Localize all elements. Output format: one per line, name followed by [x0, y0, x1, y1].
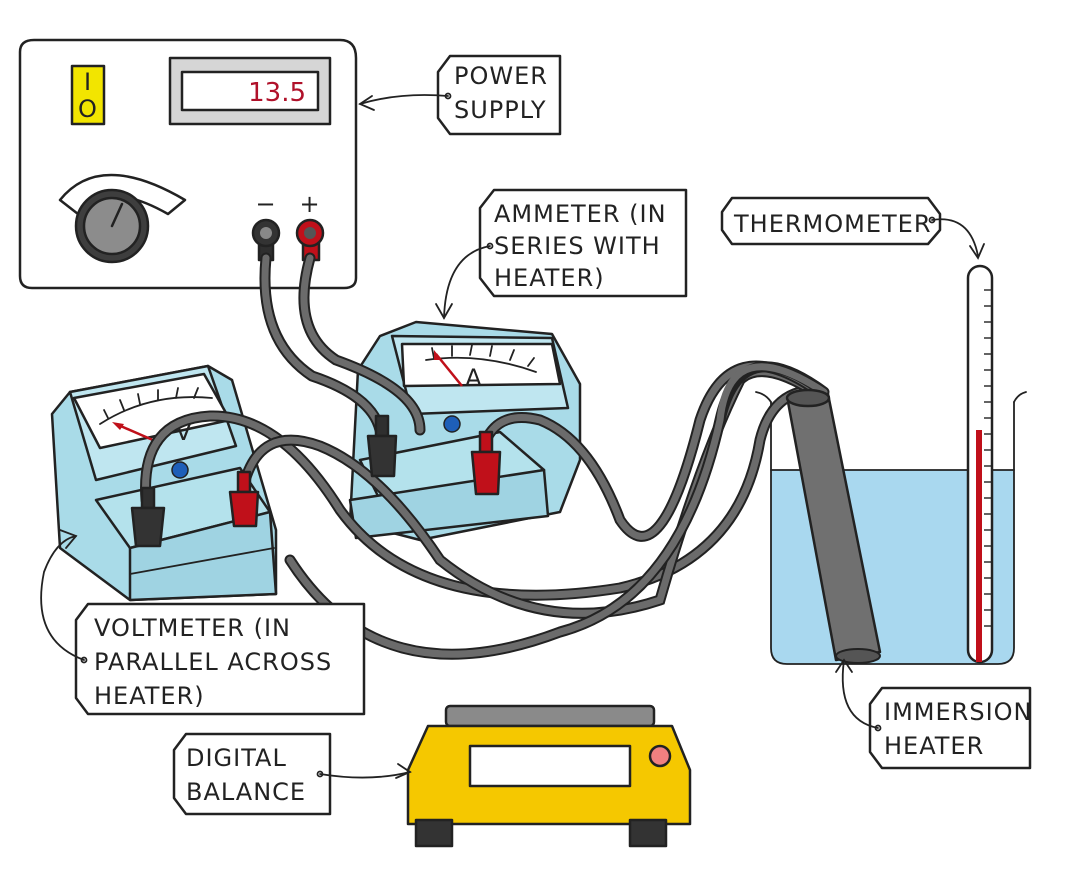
switch-off-mark: O [78, 95, 98, 123]
digital-balance-label-line2: BALANCE [186, 778, 306, 806]
ammeter-red-probe[interactable] [470, 430, 502, 496]
connecting-wires [140, 252, 830, 660]
thermometer [966, 264, 994, 664]
power-supply-label-line2: SUPPLY [454, 96, 547, 124]
digital-balance-label: DIGITAL BALANCE [172, 732, 412, 816]
voltmeter-zero-adjust[interactable] [171, 461, 189, 479]
voltmeter-label-line1: VOLTMETER (IN [94, 614, 291, 642]
ammeter-black-probe[interactable] [366, 414, 398, 478]
power-supply-label: POWER SUPPLY [358, 54, 562, 136]
voltmeter-label-line2: PARALLEL ACROSS [94, 648, 332, 676]
digital-balance [406, 704, 692, 848]
voltmeter-label: VOLTMETER (IN PARALLEL ACROSS HEATER) [40, 529, 366, 716]
thermometer-label-text: THERMOMETER [733, 210, 932, 238]
power-switch[interactable]: I O [70, 64, 106, 126]
negative-sign: − [255, 190, 276, 218]
thermometer-label: THERMOMETER [720, 196, 985, 260]
power-supply-label-line1: POWER [454, 62, 548, 90]
ammeter-label: AMMETER (IN SERIES WITH HEATER) [435, 188, 688, 320]
negative-terminal[interactable]: − [251, 190, 281, 262]
switch-on-mark: I [84, 68, 92, 96]
digital-balance-label-line1: DIGITAL [186, 744, 287, 772]
ammeter-label-line2: SERIES WITH [494, 232, 661, 260]
thermometer-scale [984, 289, 992, 627]
ammeter-symbol: A [465, 364, 482, 392]
immersion-heater [785, 388, 882, 664]
immersion-heater-label: IMMERSION HEATER [835, 658, 1033, 770]
power-display: 13.5 [168, 56, 332, 126]
balance-display [468, 744, 632, 788]
voltmeter-red-probe[interactable] [228, 470, 260, 528]
immersion-heater-label-line2: HEATER [884, 732, 984, 760]
voltmeter-black-probe[interactable] [130, 486, 166, 548]
immersion-heater-label-line1: IMMERSION [884, 698, 1033, 726]
ammeter-scale [431, 344, 535, 367]
balance-tare-button[interactable] [648, 744, 672, 768]
positive-sign: + [299, 190, 320, 218]
voltmeter-scale [103, 387, 199, 419]
voltmeter-label-line3: HEATER) [94, 682, 205, 710]
ammeter-label-line3: HEATER) [494, 264, 605, 292]
ammeter-zero-adjust[interactable] [443, 415, 461, 433]
power-supply: I O 13.5 − + [18, 38, 358, 290]
voltage-knob[interactable] [58, 173, 187, 264]
display-reading: 13.5 [248, 78, 306, 108]
ammeter-label-line1: AMMETER (IN [494, 200, 667, 228]
voltmeter: V [50, 364, 278, 602]
positive-terminal[interactable]: + [295, 190, 325, 262]
thermometer-liquid [976, 430, 982, 662]
